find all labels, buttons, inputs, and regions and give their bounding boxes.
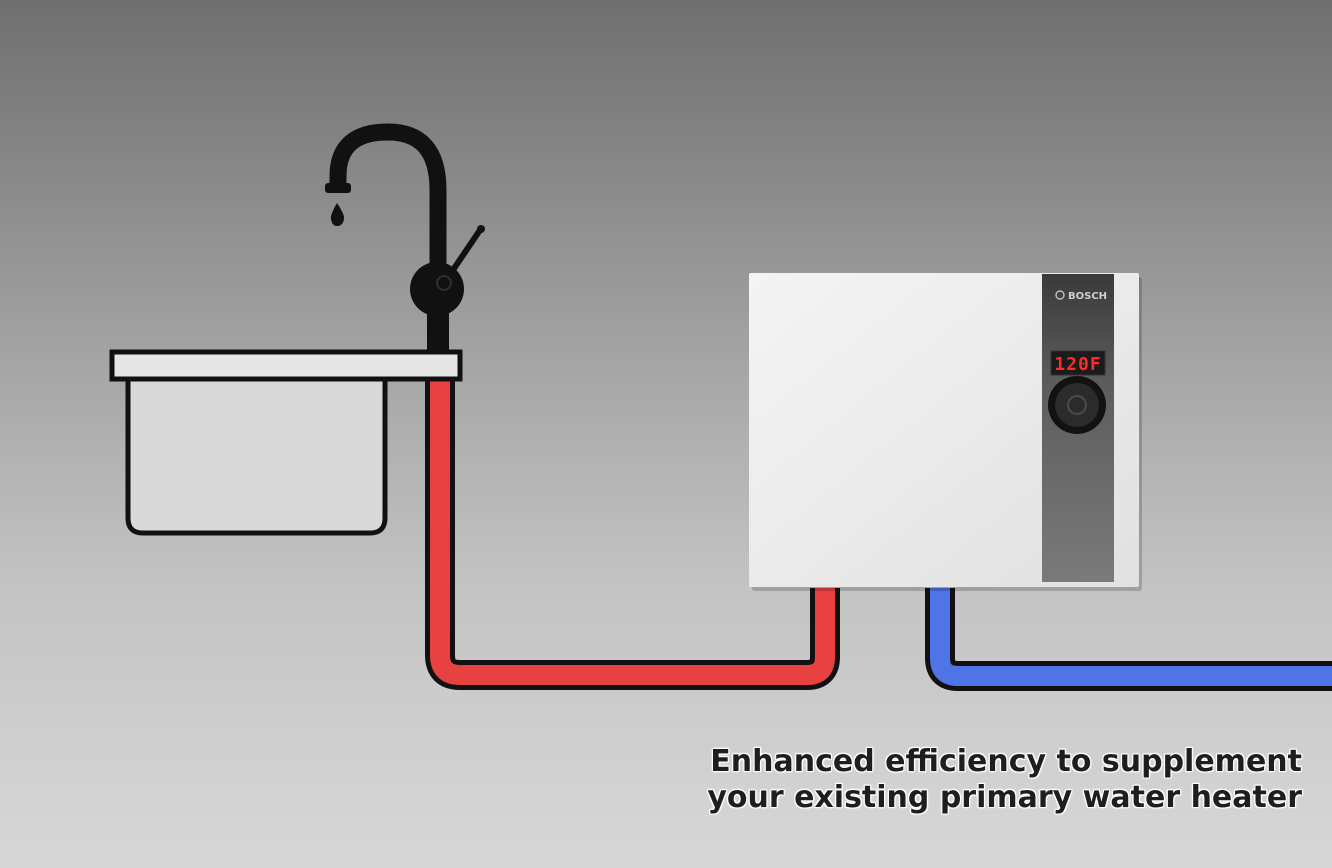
heater-brand: BOSCH [1068,291,1107,302]
water-drop-icon [330,203,345,226]
caption-line-1: Enhanced efficiency to supplement [710,744,1302,779]
cold-water-pipe [925,588,1332,691]
temperature-display [1050,350,1106,376]
water-heater-icon: BOSCH 120F [749,273,1142,591]
control-knob-icon[interactable] [1048,376,1106,434]
faucet-icon [325,123,485,352]
caption: Enhanced efficiency to supplement your e… [542,744,1302,816]
temperature-readout: 120F [1054,354,1101,375]
sink-icon [109,349,463,536]
caption-line-2: your existing primary water heater [707,780,1302,815]
hot-water-pipe [425,380,840,690]
